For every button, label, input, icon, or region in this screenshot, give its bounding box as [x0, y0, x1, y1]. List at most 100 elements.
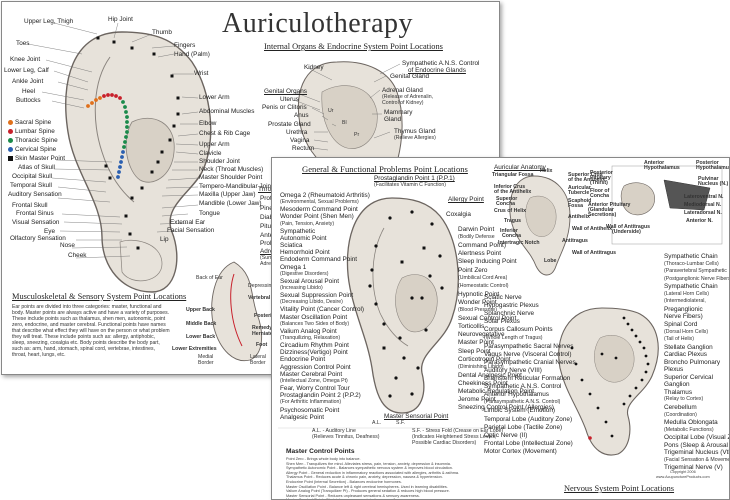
label-allergy-point: Allergy Point — [448, 196, 484, 203]
label-coxalgia: Coxalgia — [446, 211, 471, 218]
master-point-marker — [160, 150, 164, 154]
label-uterus: Uterus — [280, 96, 299, 103]
spinal-chain-point — [626, 322, 630, 326]
spine-point — [86, 104, 90, 108]
internal-leader-lines — [293, 63, 401, 151]
general-point — [394, 376, 398, 380]
master-point-marker — [124, 214, 128, 218]
legend-sacral-spine: Sacral Spine — [8, 119, 51, 126]
leader-lines-left — [27, 22, 131, 259]
master-square-icon — [8, 155, 13, 161]
spine-point — [124, 110, 128, 114]
general-right-label-0: Darwin Point — [458, 226, 495, 233]
label-elbow: Elbow — [199, 120, 217, 127]
nerve-point — [588, 392, 592, 396]
anatomy-title: Auricular Anatomy — [494, 164, 546, 171]
nerve-point-red — [588, 436, 592, 440]
general-master-marker — [422, 246, 426, 250]
general-left-label-31: Analgesic Point — [280, 413, 325, 421]
label-pp1: Prostaglandin Point 1 (P.P.1) — [374, 175, 455, 182]
general-left-label-23: Endocrine Point — [280, 356, 326, 364]
intro-paragraph: Ear points are divided into three catego… — [12, 304, 170, 358]
master-control-line-0: Point Zero - Brings whole body into bala… — [286, 457, 361, 461]
general-right-label-11: Sexual Control Point — [458, 315, 517, 323]
label-visual-sensation: Visual Sensation — [12, 219, 60, 226]
spinal-chain-point — [622, 402, 626, 406]
label-cut-diab: Diab — [260, 214, 274, 221]
anatomy-label-16: Concha — [502, 233, 522, 239]
spine-point — [125, 125, 129, 129]
label-clavicle: Clavicle — [199, 150, 222, 157]
anatomy-label-1: Helix — [540, 168, 553, 174]
nervous-right-label-23: (Metabolic Functions) — [664, 426, 714, 433]
back-of-ear-diagram — [211, 261, 263, 362]
nervous-left-label-7: Vagus Nerve (Visceral Control) — [484, 350, 572, 358]
label-endocrine-glands: of Endocrine Glands — [408, 67, 466, 74]
general-point — [416, 366, 420, 370]
lumbar-dot-icon — [8, 128, 13, 134]
abbr-ur: Ur — [328, 108, 334, 114]
label-sf: S.F. — [396, 420, 405, 426]
label-auditory-line: A.L. - Auditory Line — [312, 428, 356, 434]
label-thymus: Thymus Gland — [394, 128, 436, 135]
label-middle-back: Middle Back — [186, 321, 217, 327]
nervous-point-markers — [570, 316, 650, 440]
spine-point — [121, 150, 125, 154]
general-left-label-26: (Intellectual Zone, Omega Pt) — [280, 377, 348, 384]
label-frontal-sinus: Frontal Sinus — [16, 210, 54, 217]
nervous-left-label-11: Sympathetic A.N.S. Control — [484, 383, 562, 391]
nervous-left-label-16: Parietal Lobe (Tactile Zone) — [484, 423, 563, 431]
master-point-marker — [130, 46, 134, 50]
nervous-left-label-4: Corpus Callosum Points — [484, 326, 553, 334]
general-left-label-6: Autonomic Point — [280, 234, 327, 242]
label-knee-joint: Knee Joint — [10, 56, 41, 63]
nervous-left-label-0: Sciatic Nerve — [484, 294, 522, 301]
general-point — [374, 302, 378, 306]
spinal-chain-point — [646, 362, 650, 366]
general-point-markers — [368, 210, 444, 398]
nervous-right-label-19: (Relay to Cortex) — [664, 396, 704, 403]
general-point — [398, 336, 402, 340]
nerve-point — [600, 352, 604, 356]
label-lip: Lip — [160, 236, 169, 243]
nervous-left-label-10: Brainstem Reticular Formation — [484, 375, 571, 382]
nervous-system-title: Nervous System Point Locations — [564, 484, 675, 493]
label-cheek: Cheek — [68, 252, 87, 259]
legend-cervical-spine: Cervical Spine — [8, 146, 56, 153]
hypothalamus-label-1: Hypothalamus — [644, 165, 680, 171]
general-left-label-17: Master Oscillation Point — [280, 313, 348, 321]
copyright-year: Copyright 2006 — [670, 470, 696, 474]
general-right-label-1: (Bodily Defense — [458, 234, 495, 241]
hypothalamus-label-8: (Glandular — [588, 207, 614, 213]
label-lower-back: Lower Back — [186, 334, 216, 340]
spine-point — [110, 93, 114, 97]
spinal-chain-point — [640, 378, 644, 382]
anatomy-label-9: Tubercle — [568, 190, 590, 196]
label-auditory-sensation: Auditory Sensation — [8, 191, 62, 198]
spine-point — [90, 101, 94, 105]
nervous-right-label-10: (Dorsal Horn Cells) — [664, 328, 709, 335]
label-chest-rib: Chest & Rib Cage — [199, 130, 251, 137]
spine-point — [116, 175, 120, 179]
label-mammary: Mammary — [384, 109, 413, 116]
label-upper-back: Upper Back — [186, 307, 215, 313]
internal-organs-title: Internal Organs & Endocrine System Point… — [264, 42, 443, 51]
spine-point — [106, 93, 110, 97]
label-abdominal-muscles: Abdominal Muscles — [199, 108, 255, 115]
label-master-sensorial: Master Sensorial Point — [384, 413, 449, 420]
master-point-marker — [104, 164, 108, 168]
label-stress-fold-sub1: (Indicates Heightened Stress Levels, — [412, 434, 497, 440]
label-fingers: Fingers — [174, 42, 196, 49]
spine-point — [98, 96, 102, 100]
master-point-marker — [156, 160, 160, 164]
nervous-right-label-15: Plexus — [664, 366, 684, 374]
spine-point — [118, 165, 122, 169]
spine-point — [125, 120, 129, 124]
master-control-line-6: Master Oscillation Point - Balance left … — [286, 484, 448, 489]
label-hand-palm: Hand (Palm) — [174, 51, 210, 58]
label-adrenal-gland: Adrenal Gland — [382, 87, 423, 94]
master-control-line-4: Thalamus Point - Reduces acute & chronic… — [286, 475, 443, 480]
nervous-left-label-1: Hypogastric Plexus — [484, 302, 539, 310]
general-master-marker — [382, 346, 386, 350]
label-tmj: Tempero-Mandibular Joint — [199, 183, 273, 190]
